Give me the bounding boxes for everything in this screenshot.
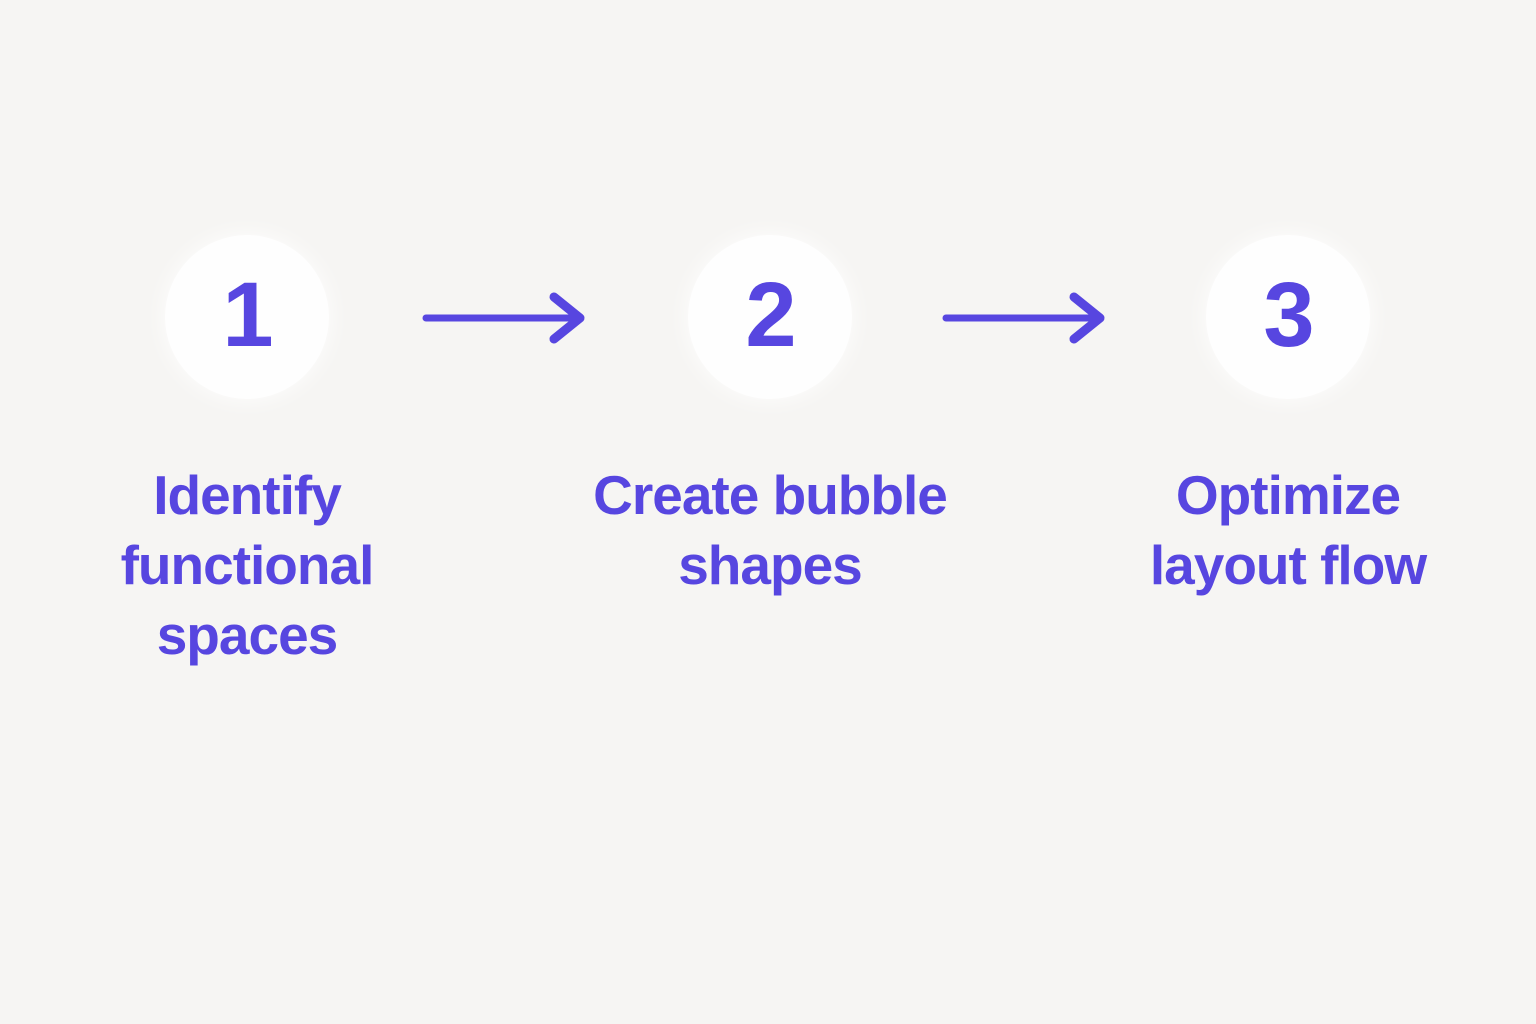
step-3-label: Optimize layout flow	[1149, 464, 1427, 596]
step-3: 3 Optimize layout flow	[1108, 235, 1468, 601]
step-1-circle: 1	[165, 235, 329, 399]
step-2: 2 Create bubble shapes	[590, 235, 950, 601]
right-arrow-icon	[942, 292, 1105, 344]
step-2-circle: 2	[688, 235, 852, 399]
step-2-number: 2	[745, 264, 796, 366]
step-2-label: Create bubble shapes	[593, 464, 948, 596]
step-1-number: 1	[222, 264, 273, 366]
step-3-number: 3	[1263, 264, 1314, 366]
step-3-circle: 3	[1206, 235, 1370, 399]
right-arrow-icon	[422, 292, 585, 344]
step-1-label: Identify functional spaces	[120, 464, 375, 666]
step-1: 1 Identify functional spaces	[67, 235, 427, 671]
